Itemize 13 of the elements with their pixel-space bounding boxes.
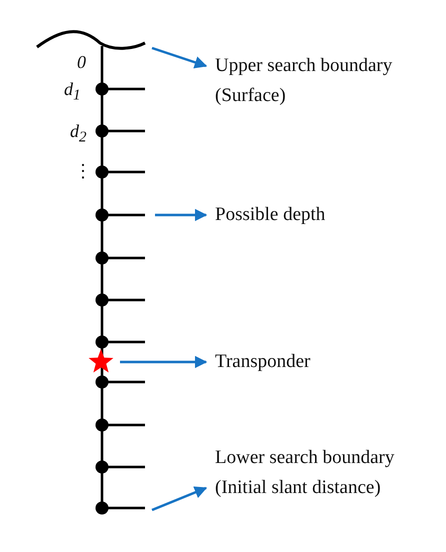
depth-label: d$_{2}$ <box>70 121 86 148</box>
arrow <box>155 208 208 222</box>
star-icon <box>88 349 114 372</box>
callout-text: Possible depth <box>215 200 415 230</box>
callout-text: Upper search boundary (Surface) <box>215 51 443 111</box>
callout-text: Transponder <box>215 347 415 377</box>
depth-label: d$_{1}$ <box>64 79 80 106</box>
depth-label: 0 <box>77 52 86 72</box>
arrow <box>120 356 208 368</box>
arrow <box>152 46 208 68</box>
arrow <box>152 486 208 512</box>
callout-text: Lower search boundary (Initial slant distance) <box>215 443 445 503</box>
ellipsis-mark: ⋮ <box>74 161 92 181</box>
